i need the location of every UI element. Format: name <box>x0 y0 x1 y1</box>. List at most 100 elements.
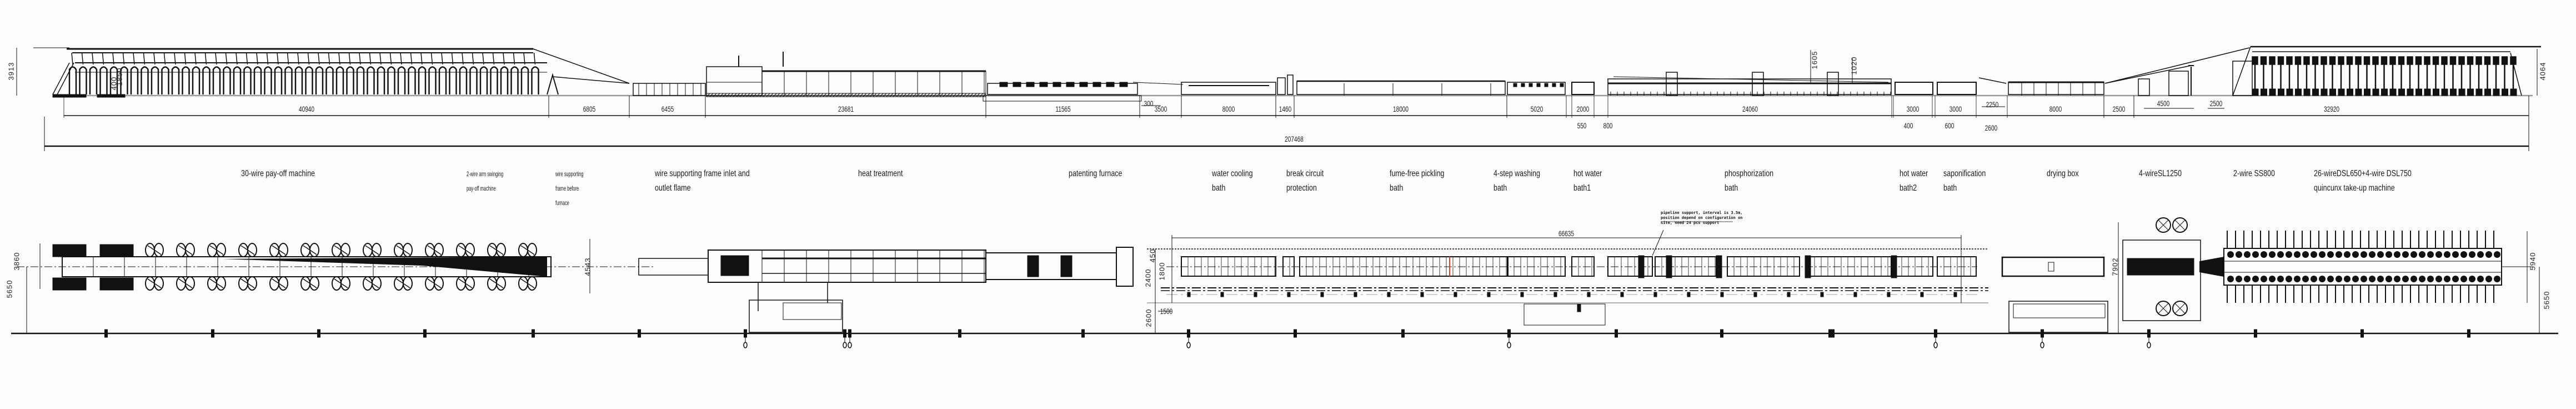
payoff-spool-stand <box>212 66 221 94</box>
break-circuit-elev <box>1277 77 1286 95</box>
patenting-end-block <box>1116 247 1134 287</box>
payoff-spool-stand <box>367 66 375 94</box>
phos-hood <box>1666 72 1678 96</box>
column-marker <box>2254 329 2257 338</box>
takeup-reel <box>2377 276 2384 282</box>
pipeline-support <box>1887 292 1891 297</box>
takeup-spool <box>2493 88 2500 96</box>
column-marker <box>1615 329 1618 338</box>
takeup-head <box>2501 56 2508 65</box>
payoff-guide <box>523 52 525 65</box>
sub-dimension-label: 2600 <box>1984 123 1998 132</box>
ss800-spool-icon <box>2156 301 2171 316</box>
spray <box>1560 83 1564 87</box>
spool-icon <box>496 276 506 291</box>
takeup-spool <box>2389 88 2397 96</box>
column-marker <box>104 329 108 338</box>
pipeline-support <box>1787 292 1791 297</box>
takeup-spool <box>2372 88 2379 96</box>
takeup-spool <box>2441 88 2448 96</box>
pipeline-note-line: site, need 24 pcs support <box>1661 221 1720 225</box>
station-label: heat treatment <box>858 169 903 178</box>
spool-cross <box>240 278 255 288</box>
takeup-head <box>2449 56 2457 65</box>
segment-dimension-label: 11565 <box>1055 104 1071 113</box>
column-marker <box>1401 329 1405 338</box>
takeup-spool <box>2338 88 2345 96</box>
patenting-burner <box>1039 82 1048 87</box>
control-cabinet <box>2013 303 2106 318</box>
spool-cross <box>303 245 317 255</box>
sub-dimension-label: 2250 <box>1986 100 1999 109</box>
column-marker <box>1828 329 1832 338</box>
elevation-view <box>16 46 2541 151</box>
ss800-spool-icon <box>2156 217 2171 233</box>
takeup-spool <box>2450 88 2457 96</box>
wire-incline-2 <box>2104 47 2250 84</box>
sub-dimension-label: 2500 <box>2209 99 2223 108</box>
axis-bubble <box>2040 342 2044 348</box>
takeup-reel <box>2435 251 2442 258</box>
phos-hood <box>1752 72 1764 96</box>
pipeline-support <box>1220 292 1224 297</box>
column-marker <box>2361 329 2364 338</box>
spool-icon <box>363 243 373 257</box>
spool-cross <box>334 278 348 288</box>
spool-icon <box>363 276 373 291</box>
phos-pipe <box>1613 76 1889 83</box>
takeup-head <box>2493 56 2499 65</box>
payoff-spool-stand <box>192 66 201 94</box>
payoff-spool-stand <box>335 66 344 94</box>
payoff-guide <box>204 52 207 65</box>
spool-icon <box>309 243 319 257</box>
payoff-guide <box>81 52 84 65</box>
station-label: water cooling <box>1212 169 1253 178</box>
takeup-head <box>2277 56 2284 65</box>
pickling-elev <box>1296 81 1506 95</box>
takeup-reel <box>2352 251 2359 258</box>
station-label: wire supporting frame inlet and <box>655 169 750 178</box>
sl1250-body <box>2168 71 2189 96</box>
column-marker <box>211 329 214 338</box>
payoff-spool-stand <box>356 66 365 94</box>
payoff-guide <box>503 52 505 65</box>
payoff-guide <box>235 52 238 65</box>
payoff-spool-stand <box>418 66 427 94</box>
payoff-guide <box>492 52 495 65</box>
axis-bubble <box>2147 342 2151 348</box>
axis-bubble <box>743 342 748 348</box>
payoff-spool-stand <box>202 66 211 94</box>
takeup-head <box>2484 56 2491 65</box>
payoff-guide <box>297 52 299 65</box>
segment-dimension-label: 8000 <box>2049 104 2062 113</box>
pipeline-support <box>1454 292 1457 297</box>
payoff-base <box>97 94 126 98</box>
station-label: bath <box>1494 183 1507 193</box>
payoff-spool-stand <box>387 66 395 94</box>
takeup-spool <box>2398 88 2405 96</box>
pipeline-support <box>1320 292 1324 297</box>
payoff-ladder <box>52 62 70 95</box>
column-marker <box>423 329 427 338</box>
payoff-spool-stand <box>531 66 539 94</box>
takeup-head <box>2252 56 2258 65</box>
segment-dimension-label: 5020 <box>1530 104 1543 113</box>
spray <box>1552 83 1556 87</box>
takeup-reel <box>2494 251 2500 258</box>
spool-icon <box>465 276 475 291</box>
segment-dimension-label: 2000 <box>1576 104 1590 113</box>
heat-inlet-box <box>706 66 763 96</box>
pipeline-support <box>1387 292 1391 297</box>
tank-partition <box>1805 255 1811 278</box>
spool-icon <box>207 276 217 291</box>
spool-cross <box>520 278 535 288</box>
payoff-guide <box>389 52 392 65</box>
sl1250-capstan <box>2127 258 2194 276</box>
patenting-burner <box>1053 82 1061 87</box>
payoff-spool-stand <box>469 66 478 94</box>
payoff-guide <box>256 52 258 65</box>
spool-cross <box>365 278 379 288</box>
payoff-guide <box>133 52 135 65</box>
takeup-reel <box>2402 251 2409 258</box>
